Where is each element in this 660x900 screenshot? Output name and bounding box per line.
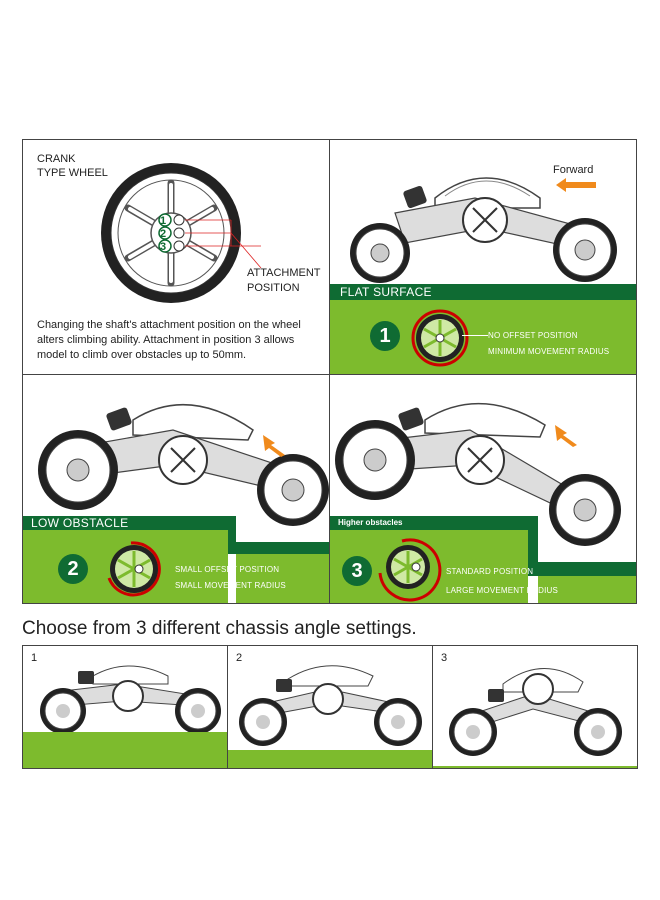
wheel-left xyxy=(335,420,415,500)
chassis-setting-2-illustration xyxy=(239,665,422,746)
position-label-1: 1 xyxy=(160,215,167,227)
wheel-right xyxy=(257,454,329,526)
crank-description: Changing the shaft's attachment position… xyxy=(37,319,301,361)
crank-title-line1: CRANK xyxy=(37,153,76,165)
attachment-label-line2: POSITION xyxy=(247,282,300,294)
offset-label-1: NO OFFSET POSITION xyxy=(488,331,578,340)
position-label-2: 2 xyxy=(160,228,167,240)
forward-arrow-icon xyxy=(556,178,596,192)
chassis-heading: Choose from 3 different chassis angle se… xyxy=(22,618,417,639)
chassis-setting-1-panel: 1 xyxy=(22,645,228,769)
high-obstacle-bar xyxy=(330,516,528,530)
crank-wheel-diagram xyxy=(101,163,262,303)
wheel-right xyxy=(553,218,617,282)
setting-3-label: 3 xyxy=(441,652,448,664)
wheel-position-3-icon xyxy=(378,538,442,602)
chassis-setting-3-panel: 3 xyxy=(432,645,638,769)
setting-1-label: 1 xyxy=(31,652,38,664)
chassis-setting-1-illustration xyxy=(40,665,221,734)
crank-wheel-panel: CRANK TYPE WHEEL xyxy=(22,139,330,375)
setting-number-3: 3 xyxy=(342,556,372,586)
higher-obstacles-label: Higher obstacles xyxy=(338,518,403,527)
chassis-setting-3-ground xyxy=(433,766,637,768)
hole-3 xyxy=(173,240,185,252)
chassis-setting-3-illustration xyxy=(449,668,622,756)
chassis-setting-2-panel: 2 xyxy=(227,645,433,769)
high-step-top xyxy=(528,562,636,576)
wheel-position-1-icon xyxy=(411,309,469,367)
robot-low-illustration xyxy=(38,403,329,526)
high-ground-step xyxy=(538,576,636,603)
radius-label-2: SMALL MOVEMENT RADIUS xyxy=(175,581,286,590)
low-obstacle-label: LOW OBSTACLE xyxy=(31,516,129,530)
radius-label-1: MINIMUM MOVEMENT RADIUS xyxy=(488,347,610,356)
attachment-label-line1: ATTACHMENT xyxy=(247,267,321,279)
wheel-position-2-icon xyxy=(107,541,161,597)
low-obstacle-bar xyxy=(23,516,228,530)
higher-obstacles-panel: Higher obstacles 3 STANDARD POSITION LAR… xyxy=(329,374,637,604)
wheel-left xyxy=(38,430,118,510)
high-step-riser xyxy=(528,516,538,564)
low-step-top xyxy=(228,542,329,554)
position-label-3: 3 xyxy=(160,241,167,253)
low-step-riser xyxy=(228,516,236,544)
offset-label-2: SMALL OFFSET POSITION xyxy=(175,565,280,574)
radius-label-3: LARGE MOVEMENT RADIUS xyxy=(446,586,559,595)
hole-2 xyxy=(173,227,185,239)
hole-1 xyxy=(173,214,185,226)
robot-high-illustration xyxy=(335,403,621,546)
setting-number-2: 2 xyxy=(58,554,88,584)
flat-surface-bar xyxy=(330,284,636,300)
flat-surface-label: FLAT SURFACE xyxy=(340,285,432,299)
offset-label-3: STANDARD POSITION xyxy=(446,567,534,576)
low-obstacle-panel: LOW OBSTACLE 2 SMALL OFFSET POSITION SMA… xyxy=(22,374,330,604)
crank-title-line2: TYPE WHEEL xyxy=(37,167,108,179)
forward-label: Forward xyxy=(553,164,594,176)
wheel-right xyxy=(549,474,621,546)
setting-number-1: 1 xyxy=(370,321,400,351)
wheel-left xyxy=(350,223,410,283)
low-ground-step xyxy=(236,554,329,603)
robot-flat-illustration xyxy=(350,177,617,283)
chassis-setting-1-ground xyxy=(23,732,227,768)
chassis-setting-2-ground xyxy=(228,750,432,768)
setting-2-label: 2 xyxy=(236,652,243,664)
flat-surface-panel: Forward FLAT SURFACE 1 NO OFFSET POSITIO… xyxy=(329,139,637,375)
